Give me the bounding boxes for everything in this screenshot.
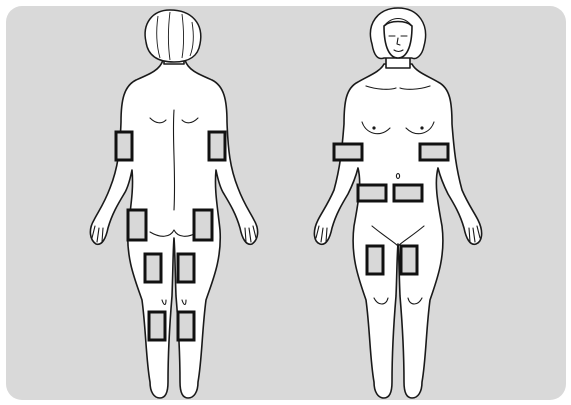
back-site-left-lower-thigh xyxy=(149,312,165,340)
back-site-right-upper-arm xyxy=(209,132,225,160)
front-site-left-upper-arm xyxy=(334,144,362,160)
back-site-left-upper-thigh xyxy=(145,254,161,282)
panel-background xyxy=(6,6,566,400)
front-site-left-abdomen xyxy=(358,185,386,201)
back-site-right-lower-thigh xyxy=(178,312,194,340)
front-site-right-thigh xyxy=(401,246,417,274)
front-right-nipple xyxy=(420,126,423,129)
front-site-left-thigh xyxy=(367,246,383,274)
back-site-right-upper-thigh xyxy=(178,254,194,282)
back-site-left-buttock xyxy=(128,210,146,240)
back-site-right-buttock xyxy=(194,210,212,240)
back-site-left-upper-arm xyxy=(116,132,132,160)
back-hair xyxy=(145,10,201,62)
front-site-right-abdomen xyxy=(394,185,422,201)
front-left-nipple xyxy=(372,126,375,129)
front-site-right-upper-arm xyxy=(420,144,448,160)
